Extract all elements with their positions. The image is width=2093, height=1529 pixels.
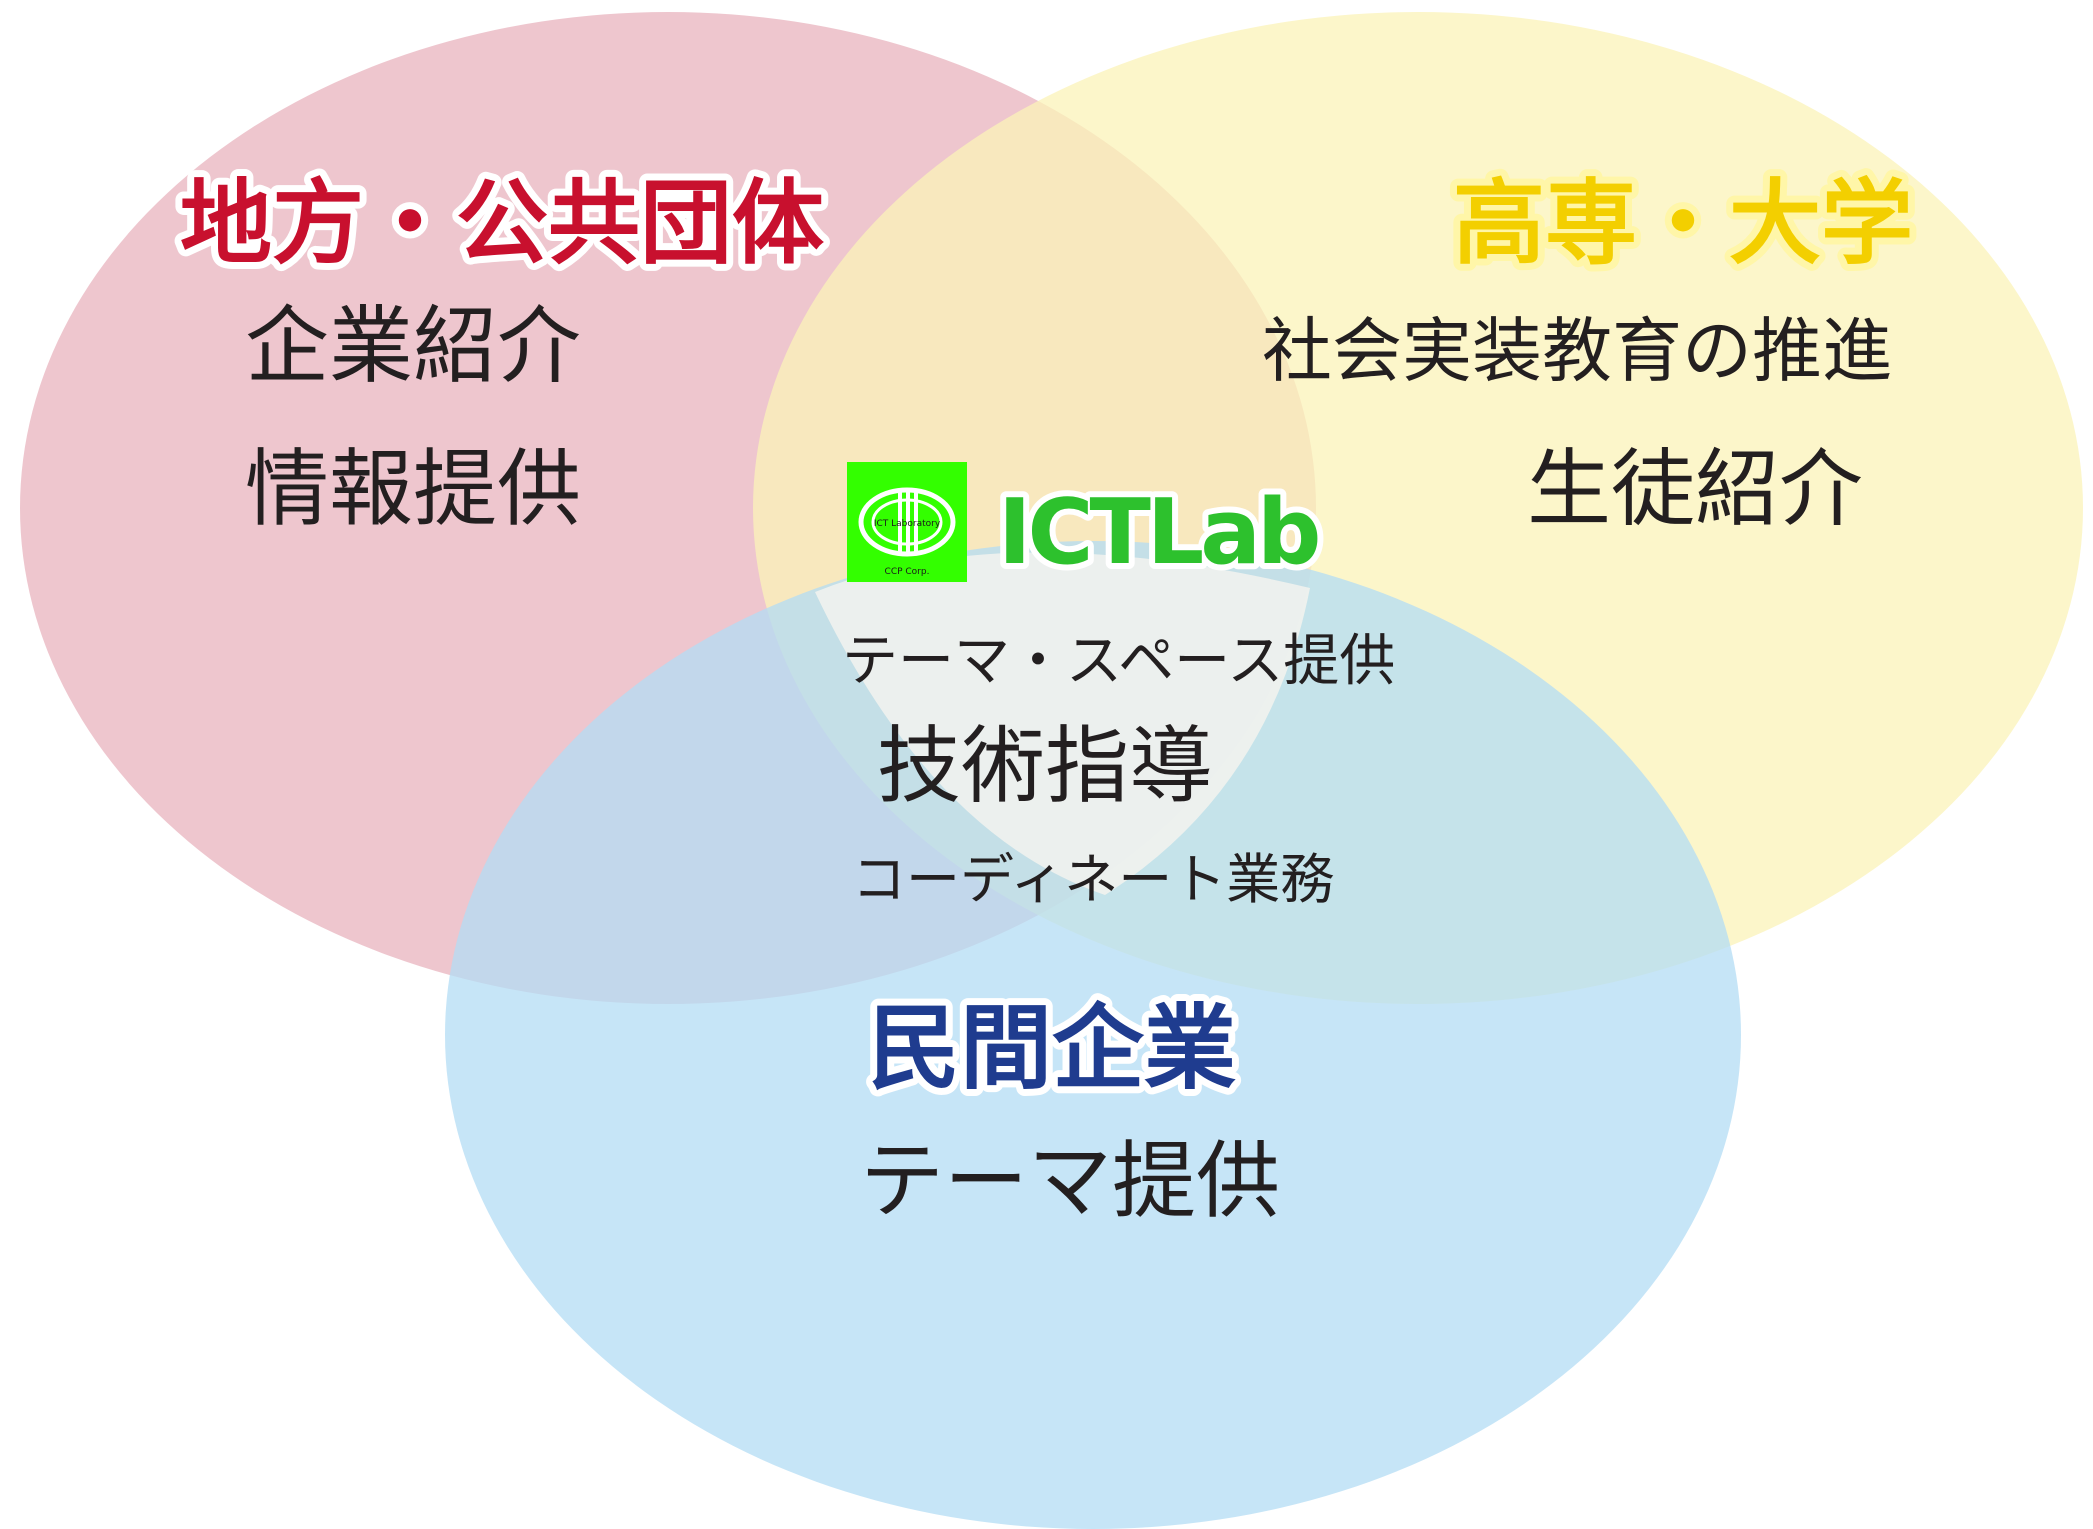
center-line-1: テーマ・スペース提供 (842, 629, 1395, 694)
local-government-title: 地方・公共団体 (180, 170, 824, 277)
center-line-3: コーディネート業務 (852, 848, 1334, 911)
local-government-line-1: 企業紹介 (245, 297, 581, 395)
academic-line-2: 生徒紹介 (1527, 440, 1863, 538)
private-company-title: 民間企業 (868, 995, 1236, 1102)
logo-caption-bottom: CCP Corp. (885, 567, 930, 577)
local-government-line-2: 情報提供 (245, 440, 581, 538)
private-company-circle (445, 541, 1741, 1529)
academic-line-1: 社会実装教育の推進 (1262, 310, 1892, 392)
center-overlap-region (815, 552, 1310, 895)
private-company-line-1: テーマ提供 (860, 1132, 1280, 1230)
logo-caption-top: ICT Laboratory (874, 519, 941, 529)
ictlab-logo: ICT Laboratory CCP Corp. (847, 462, 967, 582)
academic-title: 高専・大学 (1453, 170, 1913, 277)
ictlab-logo-text: ICTLab (998, 480, 1318, 585)
center-line-2: 技術指導 (877, 717, 1213, 815)
